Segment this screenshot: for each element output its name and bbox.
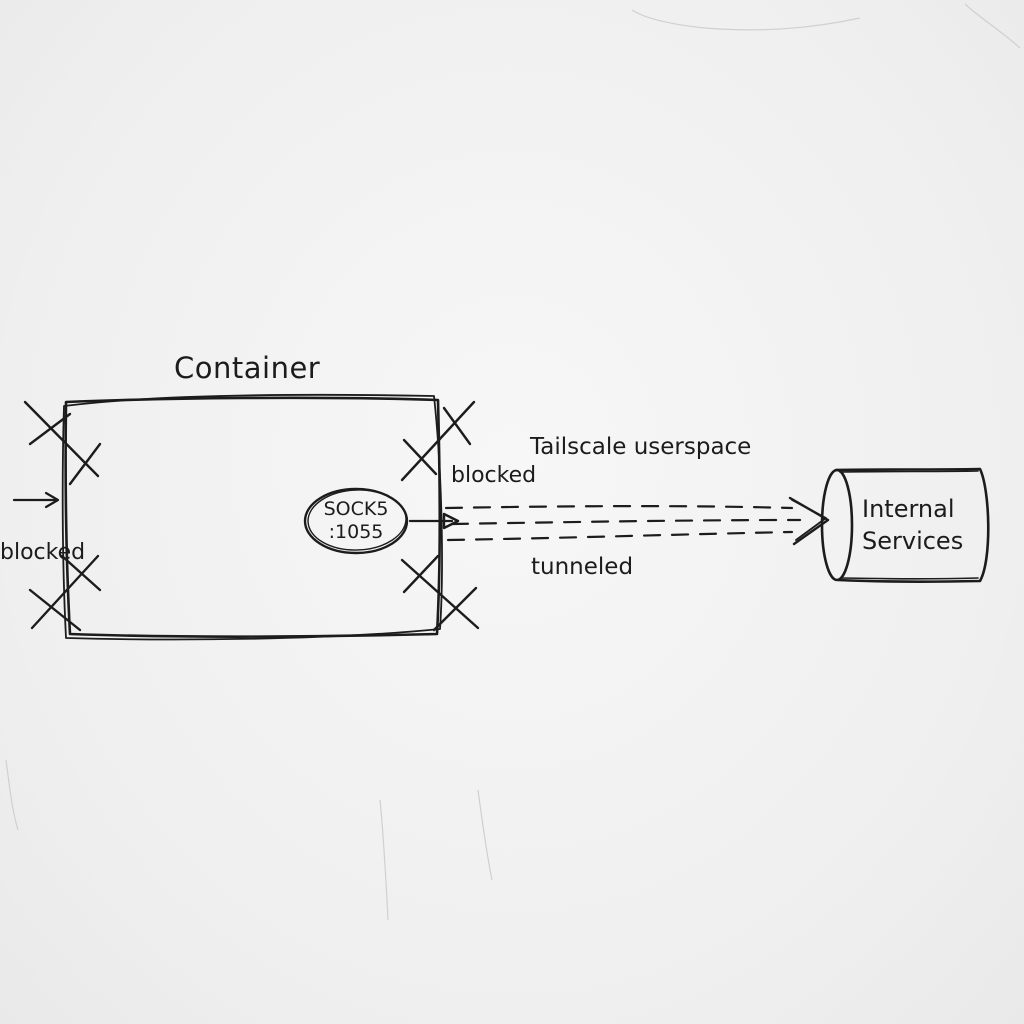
x-mark-left-bottom — [28, 554, 102, 632]
tunnel-arrowhead — [788, 496, 830, 546]
internal-services-line2: Services — [862, 527, 964, 555]
internal-services-node: Internal Services — [848, 490, 978, 560]
internal-services-cylinder — [820, 467, 990, 583]
blocked-right-label: blocked — [451, 463, 537, 488]
tunnel-label-bottom: tunneled — [531, 554, 634, 580]
container-label: Container — [174, 351, 321, 385]
internal-services-line1: Internal — [862, 495, 955, 523]
incoming-arrow — [12, 491, 60, 509]
x-mark-left-top — [23, 400, 100, 478]
socks-proxy-node: SOCK5 :1055 — [305, 490, 407, 552]
board-smudges — [5, 3, 1021, 921]
x-mark-left-mid — [68, 442, 102, 486]
container-box — [61, 393, 443, 641]
tunnel-label-top: Tailscale userspace — [530, 434, 752, 460]
socks-proxy-name: SOCK5 — [323, 498, 389, 520]
socks-ellipse — [303, 487, 409, 555]
x-mark-right-top — [400, 400, 476, 482]
blocked-x-marks — [23, 400, 480, 632]
socks-out-arrow — [408, 512, 460, 530]
tunnel-dashed-lines — [444, 505, 802, 542]
blocked-left-label: blocked — [0, 540, 86, 565]
socks-proxy-port: :1055 — [328, 521, 384, 543]
x-mark-right-bottom — [400, 554, 480, 632]
